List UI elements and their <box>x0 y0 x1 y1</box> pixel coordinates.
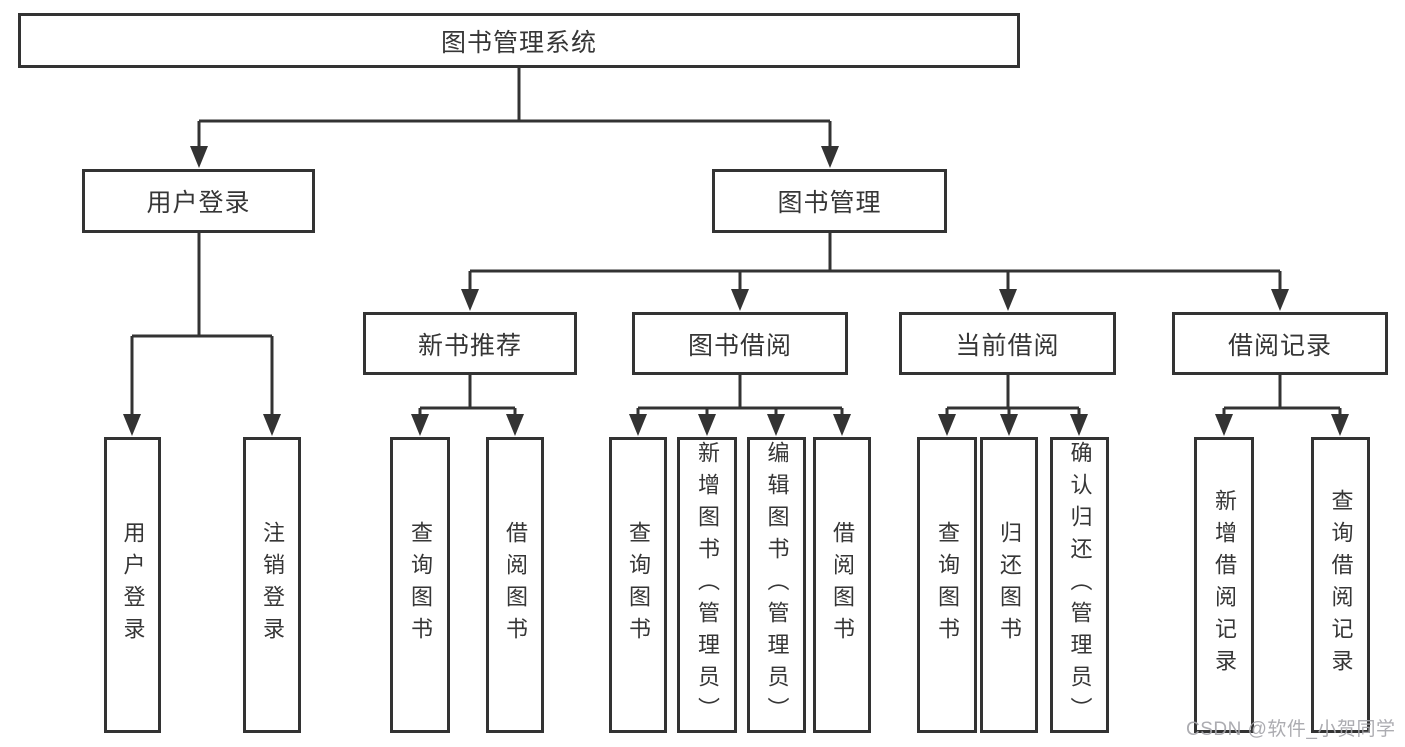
leaf-query-books-recommend: 查询图书 <box>390 437 450 733</box>
leaf-query-borrow-record: 查询借阅记录 <box>1311 437 1370 733</box>
node-current-borrowing: 当前借阅 <box>899 312 1116 375</box>
node-label: 当前借阅 <box>955 331 1060 360</box>
node-label: 借阅图书 <box>503 521 528 649</box>
node-label: 用户登录 <box>146 189 251 217</box>
node-user-login: 用户登录 <box>82 169 315 233</box>
node-label: 图书管理系统 <box>440 28 597 57</box>
leaf-edit-book-admin: 编辑图书（管理员） <box>747 437 806 733</box>
node-label: 注销登录 <box>260 521 285 649</box>
leaf-user-login: 用户登录 <box>104 437 161 733</box>
node-borrowing-records: 借阅记录 <box>1172 312 1388 375</box>
node-book-borrowing: 图书借阅 <box>632 312 848 375</box>
node-book-management: 图书管理 <box>712 169 947 233</box>
leaf-borrow-books-borrowing: 借阅图书 <box>813 437 871 733</box>
arrowhead-icon <box>123 146 1349 436</box>
node-label: 新增借阅记录 <box>1212 489 1237 681</box>
node-label: 新书推荐 <box>417 331 522 360</box>
node-label: 编辑图书（管理员） <box>764 441 790 729</box>
leaf-confirm-return-admin: 确认归还（管理员） <box>1050 437 1109 733</box>
node-root-library-system: 图书管理系统 <box>18 13 1020 68</box>
csdn-watermark: CSDN @软件_小贺同学 <box>1186 719 1396 740</box>
node-label: 查询借阅记录 <box>1328 489 1354 681</box>
node-label: 查询图书 <box>626 521 651 649</box>
leaf-borrow-books-recommend: 借阅图书 <box>486 437 544 733</box>
node-label: 查询图书 <box>408 521 433 649</box>
leaf-return-book: 归还图书 <box>980 437 1038 733</box>
leaf-logout: 注销登录 <box>243 437 301 733</box>
node-label: 归还图书 <box>997 521 1022 649</box>
leaf-add-book-admin: 新增图书（管理员） <box>677 437 737 733</box>
leaf-add-borrow-record: 新增借阅记录 <box>1194 437 1254 733</box>
node-new-book-recommend: 新书推荐 <box>363 312 577 375</box>
node-label: 借阅记录 <box>1227 331 1332 360</box>
node-label: 图书管理 <box>777 189 882 217</box>
leaf-query-books-current: 查询图书 <box>917 437 977 733</box>
node-label: 查询图书 <box>935 521 960 649</box>
leaf-query-books-borrowing: 查询图书 <box>609 437 667 733</box>
node-label: 借阅图书 <box>830 521 855 649</box>
node-label: 确认归还（管理员） <box>1067 441 1093 729</box>
node-label: 图书借阅 <box>687 331 792 360</box>
node-label: 新增图书（管理员） <box>695 441 720 729</box>
tree-edges <box>130 68 1342 418</box>
node-label: 用户登录 <box>120 521 146 649</box>
